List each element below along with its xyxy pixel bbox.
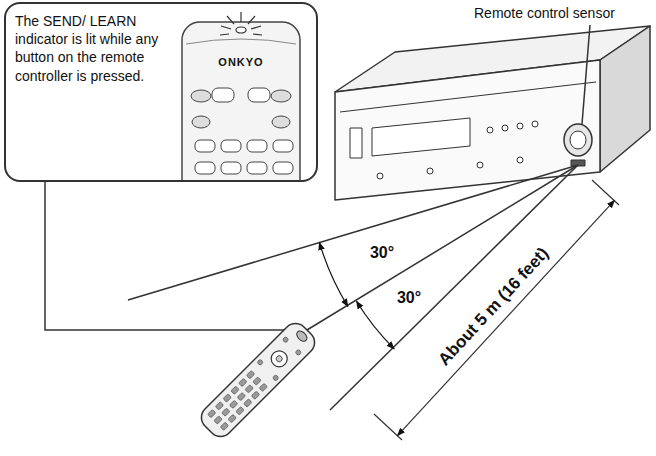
callout-leader	[45, 182, 288, 330]
sensor-leader	[582, 25, 590, 124]
brand-name: ONKYO	[218, 56, 263, 68]
reception-range	[128, 165, 578, 410]
angle-arc	[319, 243, 348, 307]
angle-label: 30°	[395, 289, 423, 307]
angle-arc	[357, 301, 395, 349]
dimension-label: About 5 m (16 feet)	[434, 243, 554, 371]
part-name: Remote control sensor	[472, 6, 617, 21]
angle-label: 30°	[368, 244, 396, 262]
callout-box: The SEND/ LEARN indicator is lit while a…	[4, 2, 318, 182]
remote-controller	[196, 318, 319, 441]
remote-closeup	[182, 12, 300, 180]
receiver-unit	[335, 26, 650, 200]
callout-text: The SEND/ LEARN indicator is lit while a…	[15, 12, 169, 85]
distance-dimension	[374, 180, 619, 440]
indicator-rays	[220, 12, 262, 35]
